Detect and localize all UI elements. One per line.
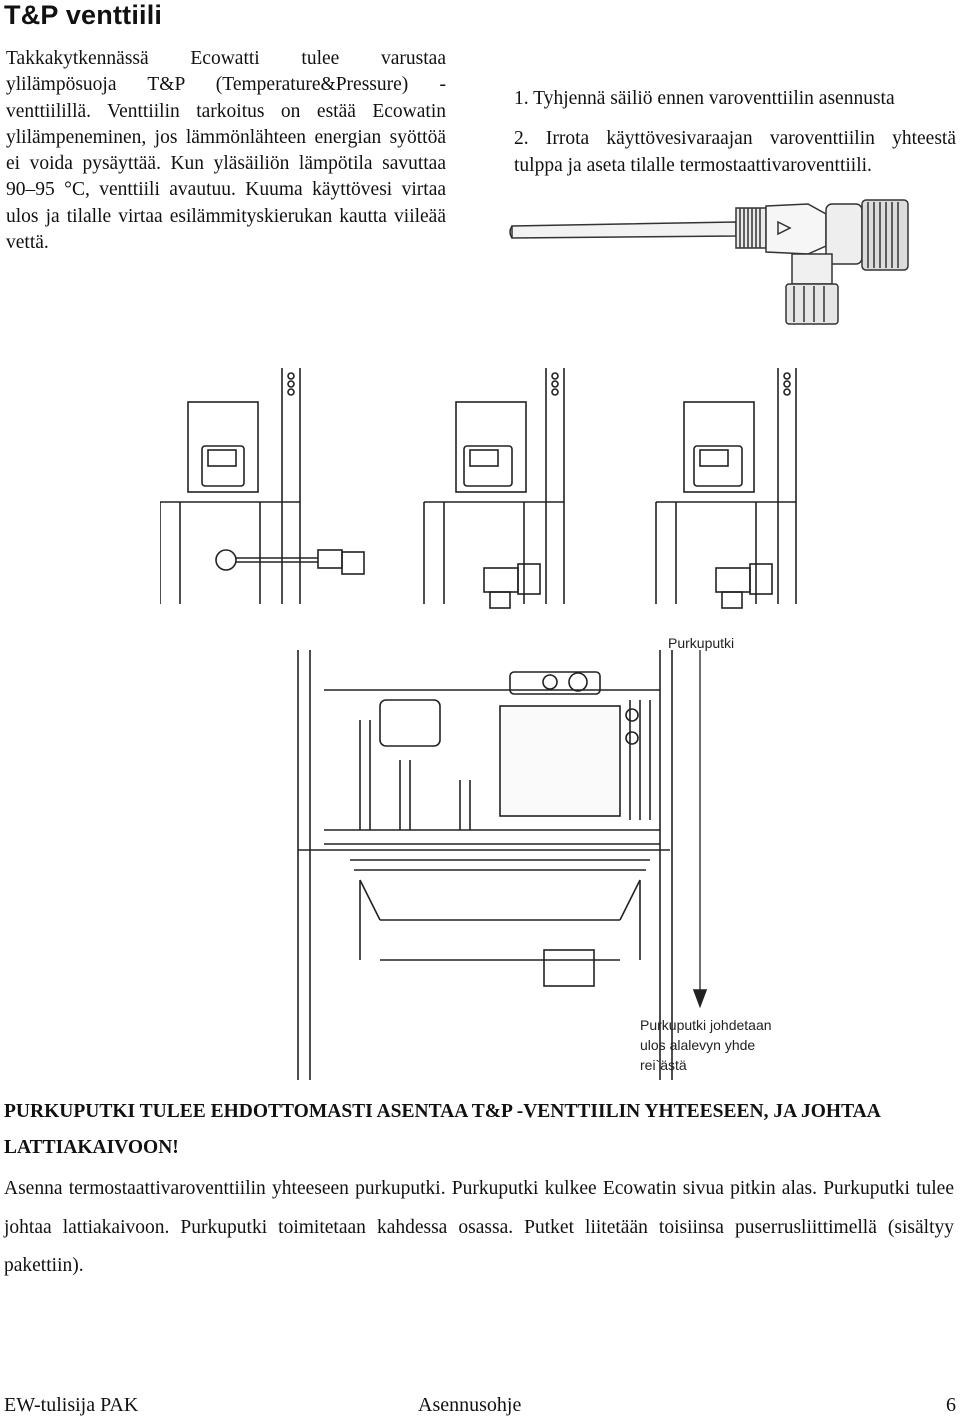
label-route-line1: Purkuputki johdetaan — [640, 1017, 772, 1033]
installation-diagram: Purkuputki Purkuputki johdetaan ulos ala… — [160, 368, 797, 1080]
diagram-panel-1 — [160, 368, 365, 604]
label-route-line2: ulos alalevyn yhde — [640, 1037, 755, 1053]
page-number: 6 — [946, 1394, 956, 1416]
step-1: 1. Tyhjennä säiliö ennen varoventtiilin … — [514, 88, 895, 109]
installation-steps: 1. Tyhjennä säiliö ennen varoventtiilin … — [514, 86, 956, 193]
label-purkuputki: Purkuputki — [668, 635, 734, 651]
label-route-line3: rei`ästä — [640, 1057, 687, 1073]
diagram-panel-3 — [655, 368, 797, 609]
footer-center: Asennusohje — [418, 1394, 522, 1416]
step-2: 2. Irrota käyttövesivaraajan varoventtii… — [514, 128, 956, 176]
diagram-panel-2 — [423, 368, 565, 609]
intro-paragraph: Takkakytkennässä Ecowatti tulee varustaa… — [6, 48, 446, 254]
page-title: T&P venttiili — [4, 0, 163, 30]
body-paragraph: Asenna termostaattivaroventtiilin yhtees… — [4, 1178, 954, 1276]
footer-document: EW-tulisija PAK — [4, 1394, 139, 1416]
warning-text: PURKUPUTKI TULEE EHDOTTOMASTI ASENTAA T&… — [4, 1101, 880, 1158]
tp-valve-illustration — [509, 199, 909, 325]
diagram-unit-cutaway — [297, 650, 708, 1080]
